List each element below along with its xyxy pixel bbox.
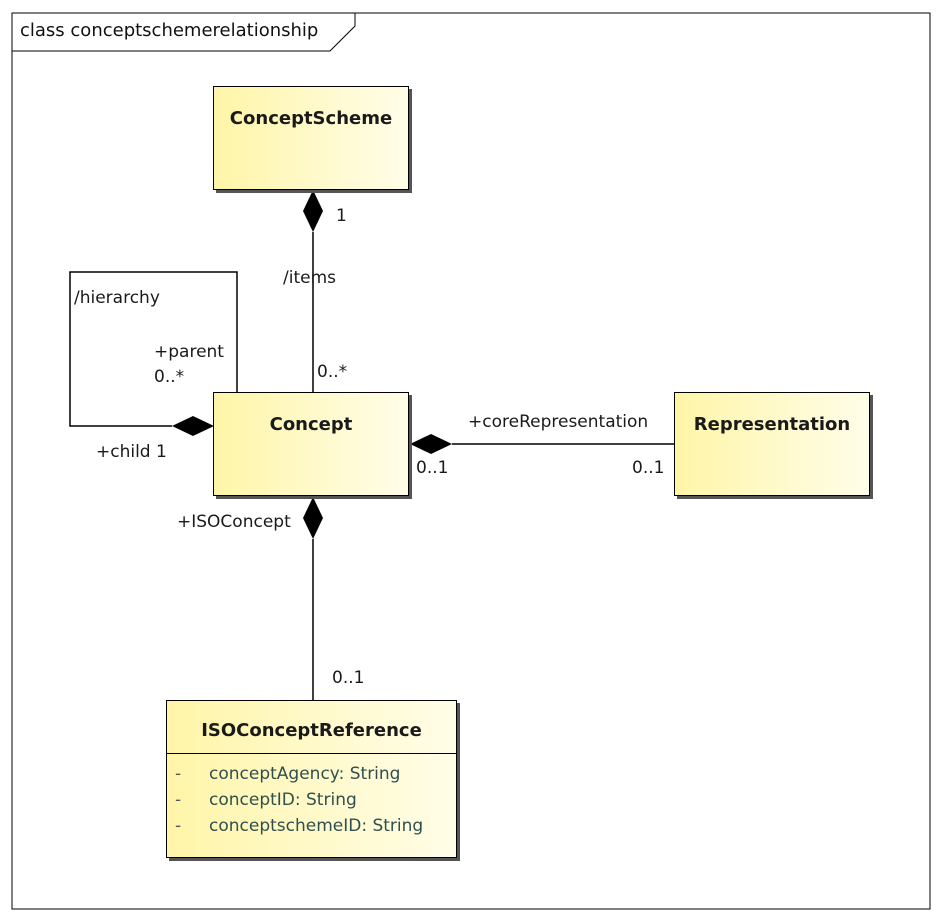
hierarchy-composition-diamond	[172, 416, 214, 436]
class-iso-concept-reference[interactable]: ISOConceptReference - conceptAgency: Str…	[166, 700, 457, 858]
hierarchy-parent-multiplicity: 0..*	[154, 367, 185, 387]
hierarchy-child-role-text: +child	[96, 442, 151, 462]
attribute-text: conceptID: String	[209, 790, 357, 810]
frame-title-tab	[12, 12, 356, 52]
attribute-text: conceptAgency: String	[209, 764, 401, 784]
core-representation-source-multiplicity: 0..1	[416, 458, 449, 478]
core-representation-diamond	[410, 434, 452, 454]
attribute-compartment-divider	[167, 753, 456, 754]
class-name: ConceptScheme	[229, 108, 393, 129]
iso-concept-target-multiplicity: 0..1	[332, 668, 365, 688]
hierarchy-parent-role: +parent	[154, 342, 224, 362]
core-representation-target-multiplicity: 0..1	[632, 458, 665, 478]
frame-title: class conceptschemerelationship	[20, 20, 319, 41]
items-association-name: /items	[283, 268, 336, 288]
items-composition-diamond	[303, 190, 323, 232]
hierarchy-child-multiplicity: 1	[156, 442, 167, 462]
diagram-frame	[11, 12, 931, 910]
class-name: Representation	[693, 414, 851, 435]
hierarchy-child-role: +child 1	[96, 442, 167, 462]
attribute-text: conceptschemeID: String	[209, 816, 424, 836]
attribute-visibility: -	[175, 790, 182, 810]
class-concept[interactable]: Concept	[213, 392, 409, 496]
attribute-visibility: -	[175, 764, 182, 784]
class-concept-scheme[interactable]: ConceptScheme	[213, 86, 409, 190]
core-representation-role: +coreRepresentation	[468, 412, 649, 432]
attribute-visibility: -	[175, 816, 182, 836]
items-target-multiplicity: 0..*	[317, 362, 348, 382]
hierarchy-association-name: /hierarchy	[74, 288, 160, 308]
items-source-multiplicity: 1	[336, 206, 347, 226]
class-name: ISOConceptReference	[201, 720, 422, 741]
iso-concept-role: +ISOConcept	[177, 512, 291, 532]
iso-concept-diamond	[303, 497, 323, 539]
class-name: Concept	[269, 414, 353, 435]
hierarchy-association-line	[69, 271, 238, 427]
class-representation[interactable]: Representation	[674, 392, 870, 496]
